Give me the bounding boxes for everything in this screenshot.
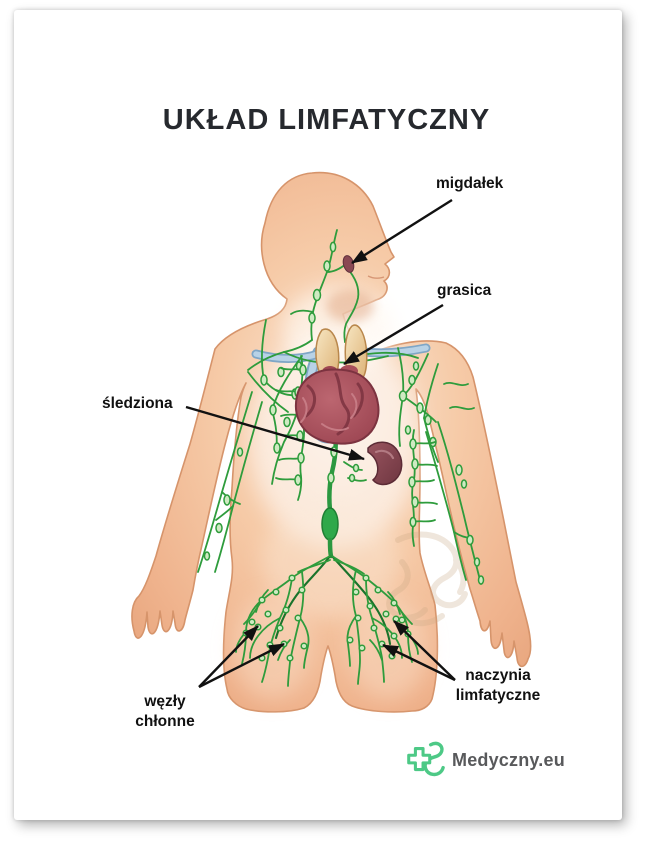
arrow-lymph-node-1 <box>198 625 259 688</box>
arrow-lymph-node-2 <box>198 642 285 689</box>
brand-name: Medyczny.eu <box>452 749 565 770</box>
label-lymph-nodes: węzły chłonne <box>135 693 195 731</box>
arrow-thymus <box>343 303 444 366</box>
label-lymph-vessels: naczynia limfatyczne <box>455 667 541 705</box>
annotation-arrows <box>185 198 456 689</box>
inguinal-network-right <box>330 554 419 685</box>
page-title: UKŁAD LIMFATYCZNY <box>162 104 491 136</box>
arrow-spleen <box>185 405 365 461</box>
brand-logo: Medyczny.eu <box>403 739 565 781</box>
medyczny-logo-icon <box>407 741 445 777</box>
arrow-lymph-vessel-2 <box>382 643 456 682</box>
arrow-lymph-vessel-1 <box>393 620 456 681</box>
spleen-shape <box>367 441 403 486</box>
arrow-tonsil <box>351 198 453 265</box>
heart-shape <box>295 365 380 445</box>
label-spleen: śledziona <box>102 395 173 412</box>
label-thymus: grasica <box>437 282 492 299</box>
label-tonsil: migdałek <box>436 175 504 192</box>
